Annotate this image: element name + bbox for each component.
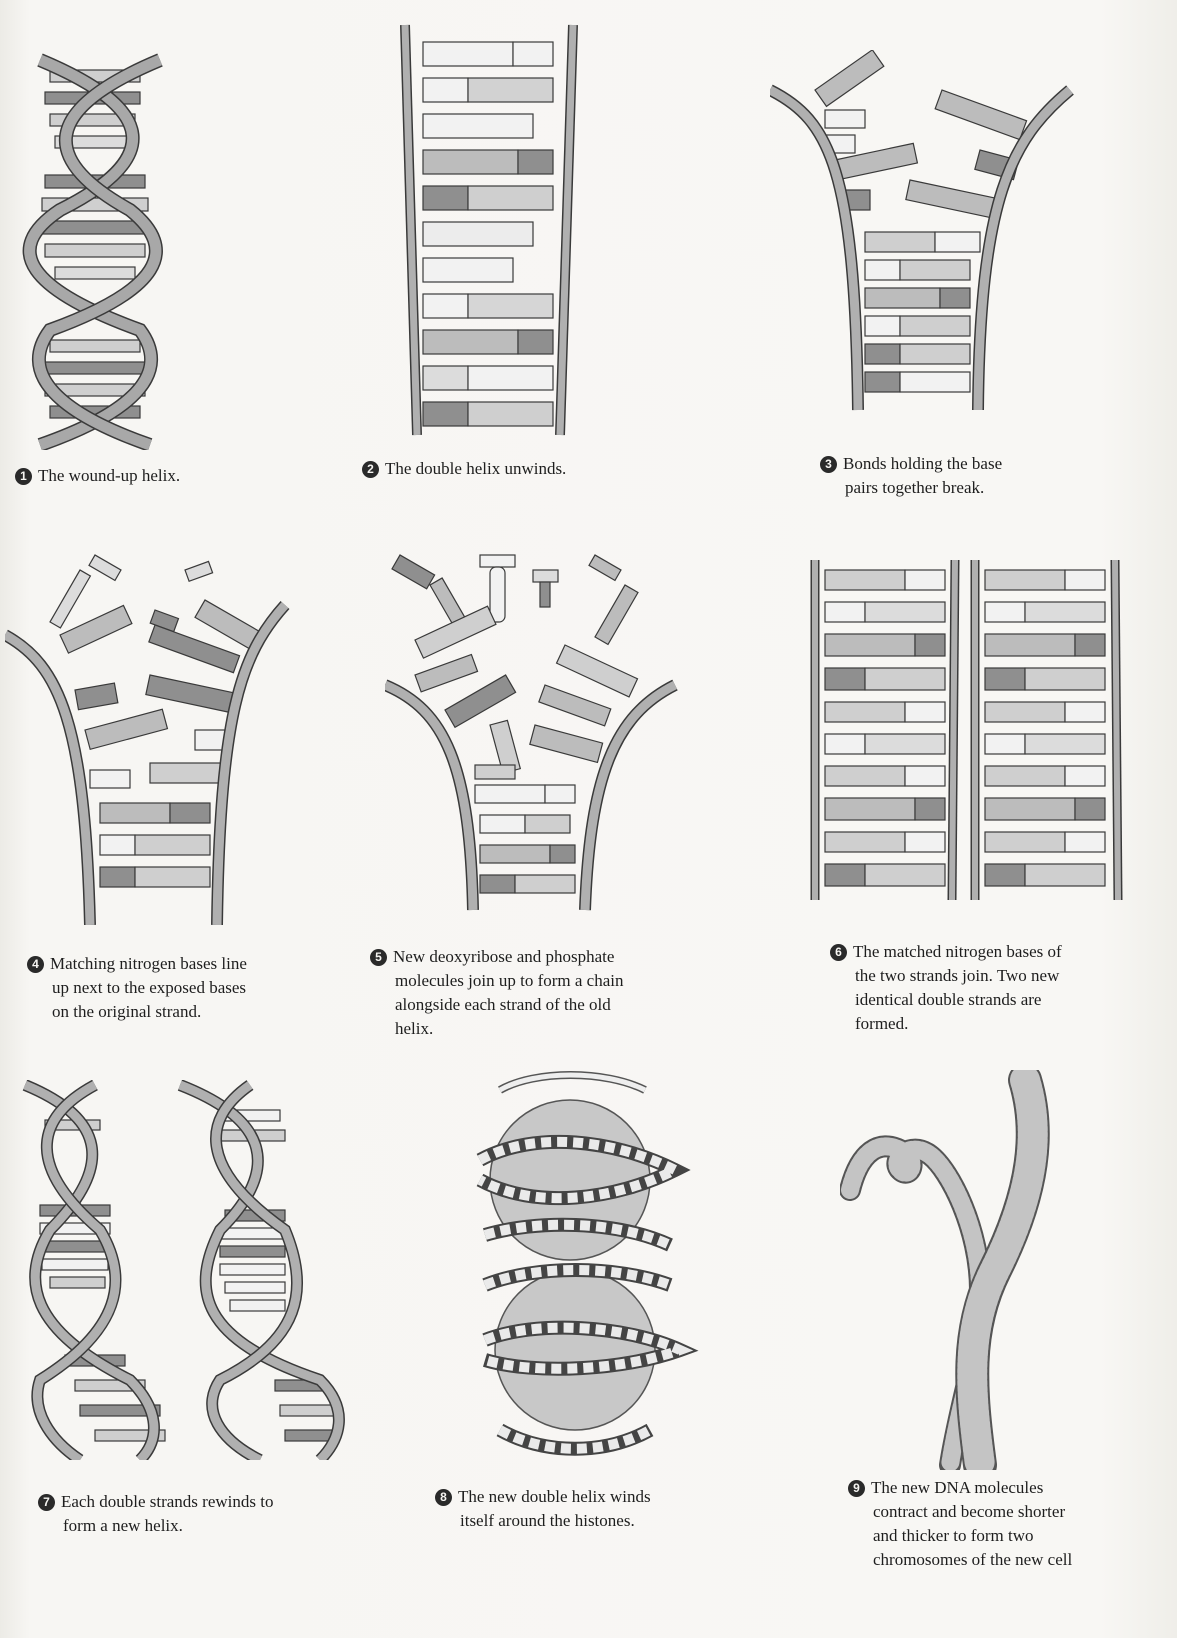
caption-line: formed.: [830, 1012, 1125, 1036]
caption-line: The new DNA molecules: [871, 1478, 1043, 1497]
caption-line: form a new helix.: [38, 1514, 273, 1538]
helices-7-drawing: [20, 1080, 350, 1460]
caption-line: and thicker to form two: [848, 1524, 1125, 1548]
step-number-badge: 5: [370, 949, 387, 966]
caption-line: molecules join up to form a chain: [370, 969, 624, 993]
step-number-badge: 1: [15, 468, 32, 485]
panel-3-bonds-break-illustration: [770, 50, 1090, 420]
panel-2-unwinding-illustration: [395, 20, 585, 440]
caption-line: The double helix unwinds.: [385, 459, 566, 478]
caption-line: The new double helix winds: [458, 1487, 651, 1506]
panel-9-chromosomes-illustration: [840, 1070, 1100, 1470]
step-number-badge: 2: [362, 461, 379, 478]
step-number-badge: 4: [27, 956, 44, 973]
caption-step-4: 4 Matching nitrogen bases line up next to…: [27, 952, 247, 1024]
ladder-2-drawing: [395, 20, 585, 440]
step-number-badge: 8: [435, 1489, 452, 1506]
panel-7-rewinding-illustration: [20, 1080, 350, 1460]
caption-line: Matching nitrogen bases line: [50, 954, 247, 973]
caption-step-5: 5 New deoxyribose and phosphate molecules…: [370, 945, 624, 1041]
caption-line: alongside each strand of the old: [370, 993, 624, 1017]
caption-line: New deoxyribose and phosphate: [393, 947, 614, 966]
panel-8-histones-illustration: [455, 1070, 705, 1470]
caption-line: chromosomes of the new cell: [848, 1548, 1125, 1572]
caption-line: on the original strand.: [27, 1000, 247, 1024]
caption-step-8: 8 The new double helix winds itself aroun…: [435, 1485, 651, 1533]
chromosomes-9-drawing: [840, 1070, 1100, 1470]
panel-1-wound-helix-illustration: [20, 50, 170, 450]
caption-line: up next to the exposed bases: [27, 976, 247, 1000]
fork-4-drawing: [5, 545, 290, 925]
caption-line: identical double strands are: [830, 988, 1125, 1012]
step-number-badge: 3: [820, 456, 837, 473]
caption-step-9: 9 The new DNA molecules contract and beco…: [848, 1476, 1125, 1572]
ladders-6-drawing: [800, 560, 1150, 920]
caption-line: Each double strands rewinds to: [61, 1492, 273, 1511]
step-number-badge: 7: [38, 1494, 55, 1511]
caption-line: The matched nitrogen bases of: [853, 942, 1062, 961]
panel-4-matching-bases-illustration: [5, 545, 290, 925]
step-number-badge: 6: [830, 944, 847, 961]
caption-step-7: 7 Each double strands rewinds to form a n…: [38, 1490, 273, 1538]
caption-line: The wound-up helix.: [38, 466, 180, 485]
caption-step-1: 1 The wound-up helix.: [15, 464, 180, 488]
helix-1-drawing: [20, 50, 170, 450]
fork-5-drawing: [385, 545, 685, 915]
caption-line: contract and become shorter: [848, 1500, 1125, 1524]
panel-6-two-double-strands-illustration: [800, 560, 1150, 920]
caption-line: the two strands join. Two new: [830, 964, 1125, 988]
caption-step-3: 3 Bonds holding the base pairs together b…: [820, 452, 1002, 500]
caption-line: Bonds holding the base: [843, 454, 1002, 473]
panel-5-new-molecules-illustration: [385, 545, 685, 915]
fork-3-drawing: [770, 50, 1090, 420]
caption-step-2: 2 The double helix unwinds.: [362, 457, 566, 481]
caption-line: itself around the histones.: [435, 1509, 651, 1533]
caption-line: helix.: [370, 1017, 624, 1041]
step-number-badge: 9: [848, 1480, 865, 1497]
histones-8-drawing: [455, 1070, 705, 1470]
caption-step-6: 6 The matched nitrogen bases of the two s…: [830, 940, 1125, 1036]
caption-line: pairs together break.: [820, 476, 1002, 500]
